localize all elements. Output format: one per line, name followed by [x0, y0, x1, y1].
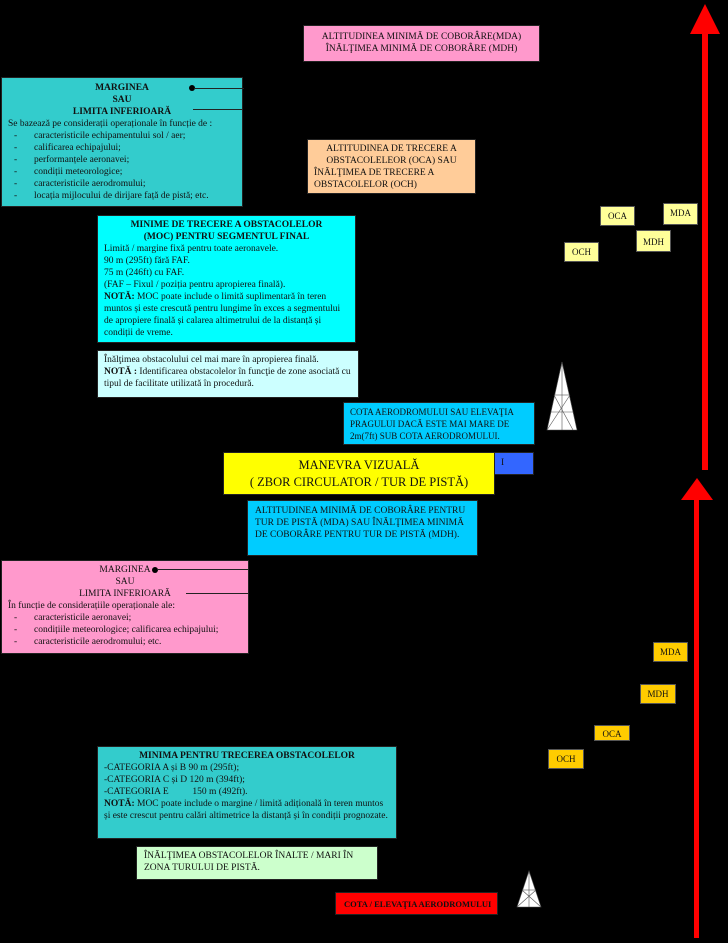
label: ( ZBOR CIRCULATOR / TUR DE PISTĂ) — [249, 475, 469, 489]
note: NOTĂ : Identificarea obstacolelor în fun… — [104, 366, 352, 390]
connector-line — [186, 593, 249, 594]
note-label: NOTĂ: — [104, 292, 135, 302]
arrow-head-bottom — [681, 478, 713, 500]
moc-line: Limită / margine fixă pentru toate aeron… — [104, 244, 279, 254]
arrow-line-bottom — [694, 498, 699, 938]
label: ÎNĂLŢIMEA OBSTACOLELOR ÎNALTE / MARI ÎN … — [144, 851, 354, 873]
moc-line: 90 m (295ft) fără FAF. — [104, 256, 190, 266]
list-text: performanțele aeronavei; — [34, 155, 130, 165]
note-text: Identificarea obstacolelor în funcţie de… — [104, 367, 351, 389]
connector-dot — [152, 567, 158, 573]
oca-tag: OCA — [600, 206, 635, 226]
moc-title: MINIME DE TRECERE A OBSTACOLELOR — [130, 220, 323, 230]
list-text: caracteristicile aerodromului; etc. — [34, 637, 162, 647]
margin-box-bottom: MARGINEA SAU LIMITA INFERIOARĂ În funcți… — [1, 560, 249, 654]
list-item: -performanțele aeronavei; — [14, 155, 130, 165]
note-text: MOC poate include o margine / limită adi… — [104, 799, 388, 821]
list-item: -caracteristicile aerodromului; — [14, 179, 146, 189]
moc-note: NOTĂ: MOC poate include o margine / limi… — [104, 798, 390, 822]
label: ALTITUDINEA MINIMĂ DE COBORÂRE PENTRU TU… — [255, 506, 466, 540]
list-item: -caracteristicile aerodromului; etc. — [14, 637, 162, 647]
mdh-tag: MDH — [636, 230, 671, 252]
och-tag: OCH — [564, 242, 599, 262]
label: ALTITUDINEA MINIMĂ DE COBORÂRE(MDA) — [321, 32, 522, 42]
label: I — [501, 458, 505, 468]
oca-tag: OCA — [594, 725, 630, 741]
oca-och-box: ALTITUDINEA DE TRECERE A OBSTACOLELEOR (… — [307, 139, 476, 194]
label: ÎNĂLŢIMEA MINIMĂ DE COBORÂRE (MDH) — [325, 44, 518, 54]
margin-title: MARGINEA — [95, 83, 149, 93]
label: COTA AERODROMULUI SAU ELEVAŢIA PRAGULUI … — [350, 407, 514, 441]
list-item: -caracteristicile aeronavei; — [14, 613, 132, 623]
moc-circling-box: MINIMA PENTRU TRECEREA OBSTACOLELOR -CAT… — [97, 746, 397, 839]
margin-or: SAU — [112, 95, 132, 105]
moc-line: -CATEGORIA A și B 90 m (295ft); — [104, 763, 240, 773]
connector-line — [193, 109, 243, 110]
list-item: -condițiile meteorologice; calificarea e… — [14, 625, 219, 635]
moc-line: (FAF – Fixul / poziția pentru apropierea… — [104, 280, 286, 290]
moc-line: -CATEGORIA C și D 120 m (394ft); — [104, 775, 245, 785]
moc-title: MINIMA PENTRU TRECEREA OBSTACOLELOR — [139, 751, 355, 761]
arrow-line-top — [702, 30, 708, 470]
label: COTA / ELEVAŢIA AERODROMULUI — [344, 899, 492, 909]
note-text: MOC poate include o limită suplimentară … — [104, 292, 341, 338]
list-item: -caracteristicile echipamentului sol / a… — [14, 131, 186, 141]
list-text: condițiile meteorologice; calificarea ec… — [34, 625, 219, 635]
och-tag: OCH — [548, 749, 584, 769]
list-text: caracteristicile aerodromului; — [34, 179, 146, 189]
moc-subtitle: (MOC) PENTRU SEGMENTUL FINAL — [143, 232, 310, 242]
moc-line: 75 m (246ft) cu FAF. — [104, 268, 185, 278]
arrow-head-top — [690, 4, 720, 34]
note-label: NOTĂ: — [104, 799, 135, 809]
list-text: condiții meteorologice; — [34, 167, 123, 177]
circling-mda-box: ALTITUDINEA MINIMĂ DE COBORÂRE PENTRU TU… — [247, 500, 478, 556]
label: ÎNĂLŢIMEA DE TRECERE A — [314, 168, 435, 178]
connector-dot — [189, 85, 195, 91]
label: Înălţimea obstacolului cel mai mare în a… — [104, 355, 319, 365]
margin-box-top: MARGINEA SAU LIMITA INFERIOARĂ Se bazeaz… — [1, 77, 243, 207]
margin-title: MARGINEA — [99, 565, 151, 575]
mda-tag: MDA — [663, 203, 698, 225]
tower-icon — [516, 870, 542, 908]
moc-final-box: MINIME DE TRECERE A OBSTACOLELOR (MOC) P… — [97, 215, 356, 343]
moc-line: -CATEGORIA E 150 m (492ft). — [104, 787, 248, 797]
margin-intro: Se bazează pe considerații operaționale … — [8, 119, 213, 129]
margin-subtitle: LIMITA INFERIOARĂ — [79, 589, 171, 599]
list-text: calificarea echipajului; — [34, 143, 121, 153]
connector-line — [157, 569, 249, 570]
list-item: -calificarea echipajului; — [14, 143, 121, 153]
tower-icon — [546, 361, 578, 431]
label: MANEVRA VIZUALĂ — [298, 458, 420, 472]
list-item: -condiții meteorologice; — [14, 167, 123, 177]
visual-maneuver-box: MANEVRA VIZUALĂ ( ZBOR CIRCULATOR / TUR … — [223, 452, 495, 495]
aerodrome-elevation-box-bottom: COTA / ELEVAŢIA AERODROMULUI — [335, 892, 498, 915]
label: OBSTACOLELOR (OCH) — [314, 180, 417, 190]
mdh-tag: MDH — [640, 684, 676, 704]
margin-intro: În funcție de considerațiile operațional… — [8, 601, 175, 611]
aerodrome-elevation-box: COTA AERODROMULUI SAU ELEVAŢIA PRAGULUI … — [343, 402, 535, 445]
mda-mdh-box: ALTITUDINEA MINIMĂ DE COBORÂRE(MDA) ÎNĂL… — [303, 25, 540, 62]
label: OBSTACOLELEOR (OCA) SAU — [326, 156, 457, 166]
margin-or: SAU — [115, 577, 135, 587]
connector-line — [194, 88, 244, 89]
moc-note: NOTĂ: MOC poate include o limită suplime… — [104, 291, 349, 339]
label: ALTITUDINEA DE TRECERE A — [326, 144, 457, 154]
note-label: NOTĂ : — [104, 367, 137, 377]
list-text: caracteristicile echipamentului sol / ae… — [34, 131, 186, 141]
mda-tag: MDA — [653, 642, 688, 662]
obstacle-circling-box: ÎNĂLŢIMEA OBSTACOLELOR ÎNALTE / MARI ÎN … — [136, 846, 378, 880]
margin-subtitle: LIMITA INFERIOARĂ — [72, 107, 172, 117]
list-item: -locația mijlocului de dirijare față de … — [14, 191, 209, 201]
list-text: locația mijlocului de dirijare față de p… — [34, 191, 209, 201]
list-text: caracteristicile aeronavei; — [34, 613, 132, 623]
obstacle-final-box: Înălţimea obstacolului cel mai mare în a… — [97, 350, 359, 398]
